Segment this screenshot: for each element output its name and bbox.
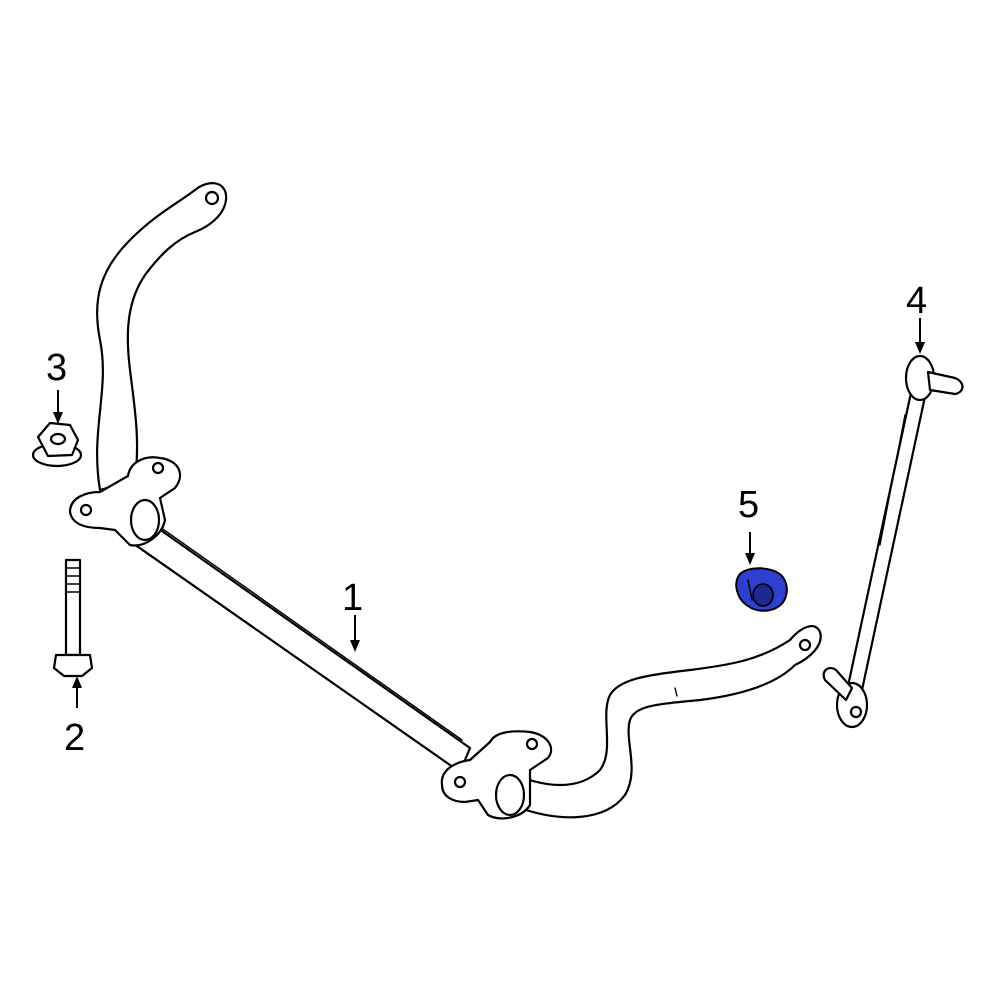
arrowhead-3 — [53, 412, 63, 424]
left-arm-end-hole — [204, 190, 220, 206]
right-arm-end-hole — [798, 638, 812, 652]
callout-2: 2 — [64, 717, 85, 759]
bolt-head — [52, 653, 94, 678]
bar-mark — [674, 687, 678, 697]
arrowhead-4 — [915, 342, 925, 354]
stabilizer-bushing[interactable] — [735, 567, 788, 612]
bolt-threads — [65, 567, 81, 593]
callout-3: 3 — [46, 347, 67, 389]
flange-nut[interactable] — [31, 421, 83, 468]
bar-highlight-line — [149, 519, 463, 741]
link-rod — [846, 386, 928, 692]
right-mount-bracket — [440, 730, 553, 820]
bushing-hole — [752, 583, 774, 607]
stabilizer-link[interactable] — [822, 354, 964, 729]
bushing-edge — [747, 579, 753, 601]
bolt-shank — [64, 558, 82, 657]
nut-hole — [49, 432, 67, 446]
callout-5: 5 — [738, 484, 759, 526]
callout-1: 1 — [342, 577, 363, 619]
arrowhead-2 — [72, 676, 82, 688]
arrowhead-1 — [350, 640, 360, 652]
link-upper-stud — [926, 370, 964, 396]
stabilizer-bar[interactable] — [68, 182, 822, 820]
callout-leaders — [53, 318, 925, 708]
link-lower-stud — [822, 666, 854, 702]
arrowhead-5 — [745, 553, 755, 565]
stabilizer-bar-right-section — [503, 625, 822, 819]
callout-4: 4 — [906, 280, 927, 322]
stabilizer-bar-main-tube — [122, 510, 472, 774]
left-mount-bracket — [68, 456, 181, 547]
link-rod-line — [879, 414, 906, 546]
bolt[interactable] — [52, 558, 94, 678]
link-lower-hole — [849, 705, 863, 719]
stabilizer-bar-left-arm — [96, 182, 228, 492]
